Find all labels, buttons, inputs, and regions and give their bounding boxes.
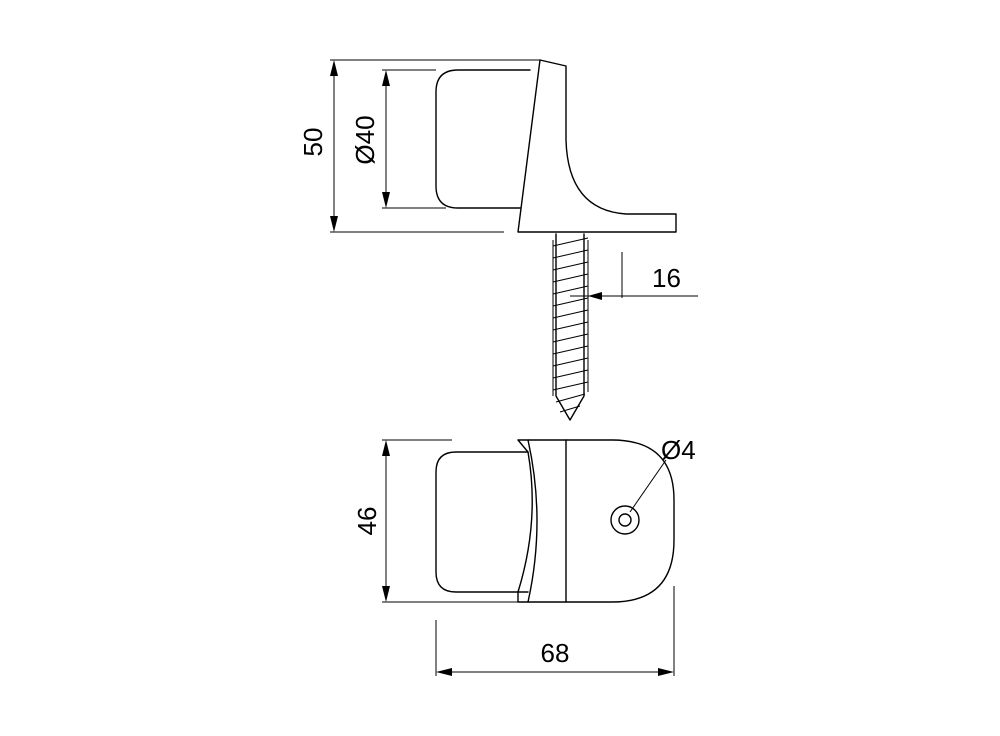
stopper-body-side [517,59,677,233]
dim-length-68: 68 [435,586,675,676]
bumper-pad-top [435,451,529,593]
dim-label-50: 50 [298,128,328,157]
screw [552,233,589,421]
base-plate-top [565,439,675,603]
dim-label-68: 68 [541,638,570,668]
dim-label-diameter-40: Ø40 [350,115,380,164]
dim-label-16: 16 [652,263,681,293]
side-view: 50 Ø40 16 [298,59,698,421]
stopper-body-top [517,439,567,603]
bumper-pad-side [435,69,531,209]
dim-screw-16: 16 [570,252,698,300]
screw-hole-outer [610,505,640,535]
top-view: Ø4 46 68 [352,435,696,676]
dim-height-50: 50 [298,59,540,233]
dim-label-diameter-4: Ø4 [661,435,696,465]
screw-hole-inner [618,513,632,527]
dim-label-46: 46 [352,507,382,536]
dim-width-46: 46 [352,439,518,603]
dim-diameter-40: Ø40 [350,69,446,209]
